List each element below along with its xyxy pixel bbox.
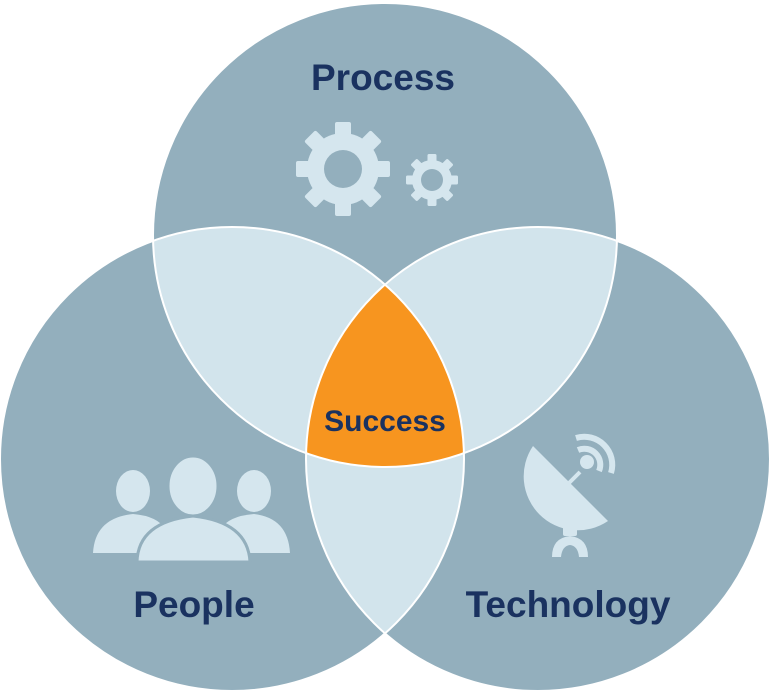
- outline-people: [0, 226, 465, 692]
- gears-icon: [296, 122, 458, 216]
- label-process: Process: [311, 57, 455, 98]
- outline-process: [152, 2, 618, 468]
- outline-technology: [305, 226, 770, 692]
- center-overlap-success: [306, 227, 464, 467]
- satellite-dish-icon: [523, 433, 616, 557]
- label-people: People: [133, 584, 254, 625]
- label-success: Success: [324, 405, 446, 438]
- label-technology: Technology: [466, 584, 671, 625]
- people-group-icon: [93, 454, 290, 564]
